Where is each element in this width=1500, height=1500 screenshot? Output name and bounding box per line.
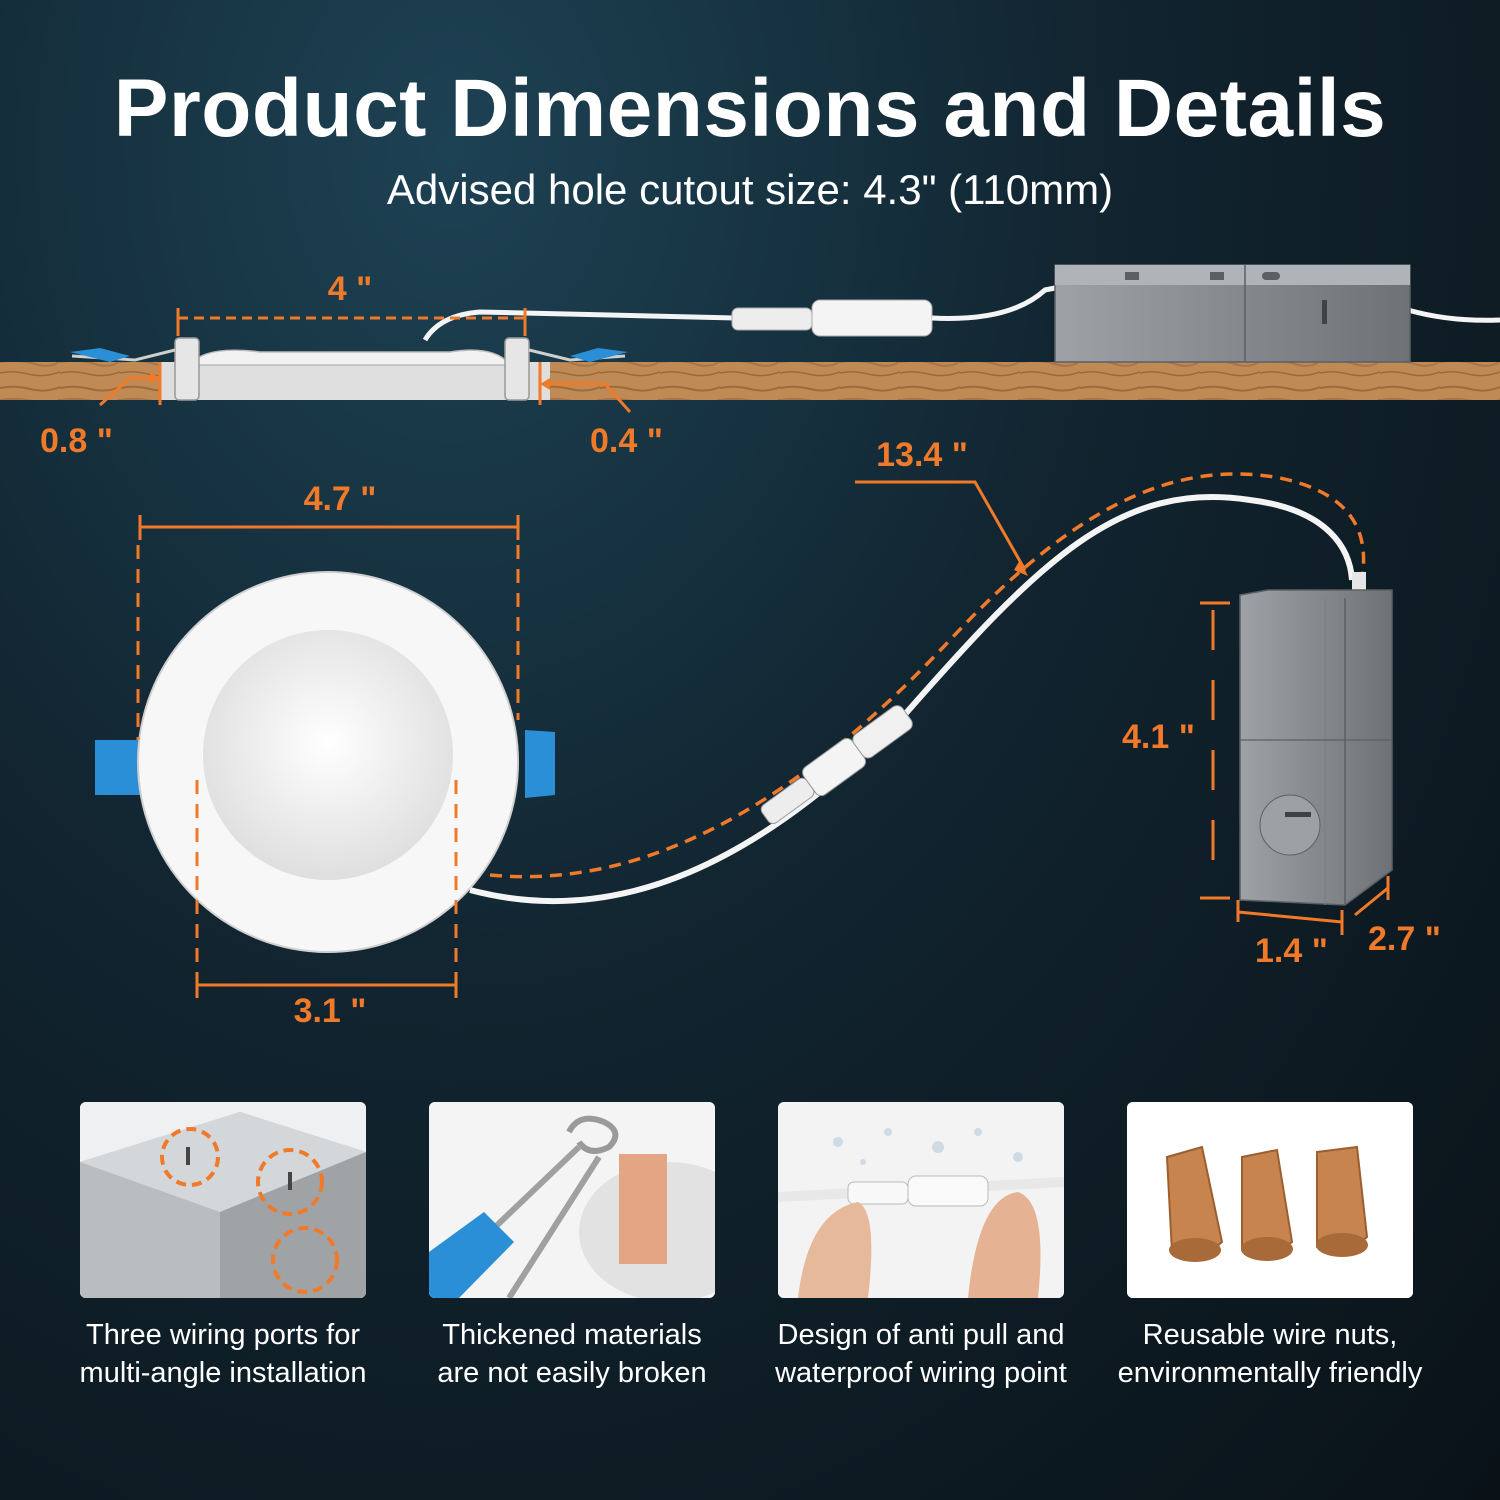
- driver-box-front: [1239, 572, 1393, 906]
- dim-box-footprint: 1.4 " 2.7 ": [1236, 876, 1441, 970]
- dim-flange: 0.8 " 0.4 ": [40, 362, 663, 460]
- top-cable-connector: [731, 282, 1500, 337]
- feature-caption-line1: Thickened materials: [442, 1319, 702, 1351]
- feature-caption-line1: Design of anti pull and: [777, 1319, 1065, 1351]
- dim-outer-diameter-label: 4.7 ": [304, 480, 377, 518]
- dim-cable-length-label: 13.4 ": [876, 436, 968, 474]
- feature-card-waterproof: Design of anti pull and waterproof wirin…: [775, 1102, 1067, 1392]
- dim-box-height: 4.1 ": [1122, 601, 1230, 900]
- feature-card-thick-material: Thickened materials are not easily broke…: [429, 1102, 715, 1392]
- dim-flange-left-label: 0.8 ": [40, 422, 113, 460]
- dim-trim-width: 4 ": [176, 270, 527, 336]
- driver-box-top: [1054, 264, 1411, 363]
- page-subtitle: Advised hole cutout size: 4.3" (110mm): [386, 166, 1114, 213]
- spring-clip-icon: [429, 1102, 715, 1298]
- feature-card-wire-nuts: Reusable wire nuts, environmentally frie…: [1118, 1102, 1422, 1392]
- dim-inner-diameter-label: 3.1 ": [294, 992, 367, 1030]
- feature-caption-line2: are not easily broken: [437, 1357, 707, 1389]
- waterproof-connector-icon: [778, 1102, 1064, 1298]
- feature-caption-line2: multi-angle installation: [79, 1357, 367, 1389]
- wire-nuts-icon: [1127, 1102, 1413, 1298]
- feature-caption-line2: waterproof wiring point: [775, 1357, 1067, 1389]
- dim-inner-diameter: 3.1 ": [195, 780, 458, 1030]
- junction-box-ports-icon: [80, 1102, 366, 1298]
- dim-outer-diameter: 4.7 ": [136, 480, 520, 740]
- side-view-light: [70, 309, 736, 401]
- dim-box-height-label: 4.1 ": [1122, 718, 1195, 756]
- feature-caption-line1: Three wiring ports for: [86, 1319, 360, 1351]
- feature-list: Three wiring ports for multi-angle insta…: [0, 1102, 1500, 1422]
- page-title: Product Dimensions and Details: [113, 63, 1387, 154]
- front-view-light: [95, 571, 555, 953]
- feature-card-wiring-ports: Three wiring ports for multi-angle insta…: [80, 1102, 366, 1392]
- dim-flange-right-label: 0.4 ": [590, 422, 663, 460]
- feature-caption-line2: environmentally friendly: [1117, 1357, 1423, 1389]
- product-diagram: 4 " 0.8 " 0.4 " 4.7 " 3.1 ": [0, 264, 1500, 1030]
- dim-trim-width-label: 4 ": [328, 270, 372, 308]
- feature-caption-line1: Reusable wire nuts,: [1142, 1319, 1398, 1351]
- cable-with-connector: [469, 472, 1366, 905]
- dim-box-width-label: 1.4 ": [1255, 932, 1328, 970]
- dim-cable-length: 13.4 ": [855, 436, 1028, 576]
- dim-box-depth-label: 2.7 ": [1368, 920, 1441, 958]
